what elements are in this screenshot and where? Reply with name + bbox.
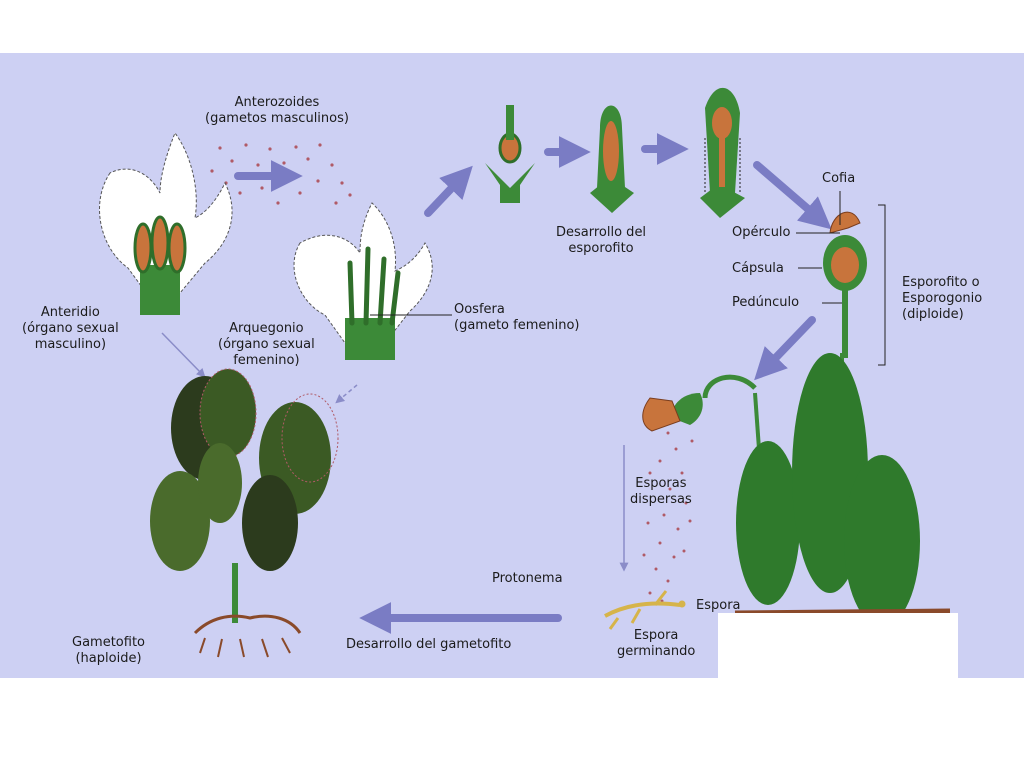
arrow-to-dispersal — [754, 316, 816, 381]
label-arquegonio: Arquegonio (órgano sexual femenino) — [218, 321, 315, 368]
label-anterozoides: Anterozoides (gametos masculinos) — [205, 95, 349, 126]
diagram-artwork — [99, 87, 958, 678]
label-oosfera: Oosfera (gameto femenino) — [454, 302, 580, 333]
cycle-arrows — [234, 133, 832, 634]
sporophyte-development-illustration — [485, 87, 745, 218]
capsule-illustration — [796, 191, 886, 366]
label-cofia: Cofia — [822, 171, 856, 186]
arrow-archegonium-to-plant — [335, 384, 358, 404]
label-operculo: Opérculo — [732, 225, 791, 240]
label-esporas-dispersas: Esporas dispersas — [630, 476, 692, 507]
spore-cloud — [642, 431, 694, 603]
label-espora-germinando: Espora germinando — [617, 628, 696, 659]
antheridium-illustration — [99, 131, 233, 315]
archegonium-illustration — [293, 202, 452, 360]
antherozoid-dots — [210, 143, 352, 205]
label-esporofito: Esporofito o Esporogonio (diploide) — [902, 275, 983, 322]
arrow-to-zygote — [424, 165, 473, 217]
moss-life-cycle-diagram: Anterozoides (gametos masculinos) Anteri… — [0, 53, 1024, 678]
label-desarrollo-esporofito: Desarrollo del esporofito — [556, 225, 647, 256]
arrow-to-capsule — [753, 161, 832, 230]
label-peduncula: Pedúnculo — [732, 295, 800, 310]
label-capsula: Cápsula — [732, 261, 784, 276]
label-espora: Espora — [696, 598, 741, 613]
sporophyte-plant-illustration — [642, 353, 958, 678]
arrow-antheridium-to-plant — [161, 332, 206, 378]
label-anteridio: Anteridio (órgano sexual masculino) — [22, 305, 119, 352]
label-desarrollo-gametofito: Desarrollo del gametofito — [346, 637, 512, 652]
gametophyte-illustration — [150, 368, 339, 658]
germinating-spore-illustration — [604, 590, 686, 630]
label-gametofito: Gametofito (haploide) — [72, 635, 145, 666]
label-protonema: Protonema — [492, 571, 563, 586]
